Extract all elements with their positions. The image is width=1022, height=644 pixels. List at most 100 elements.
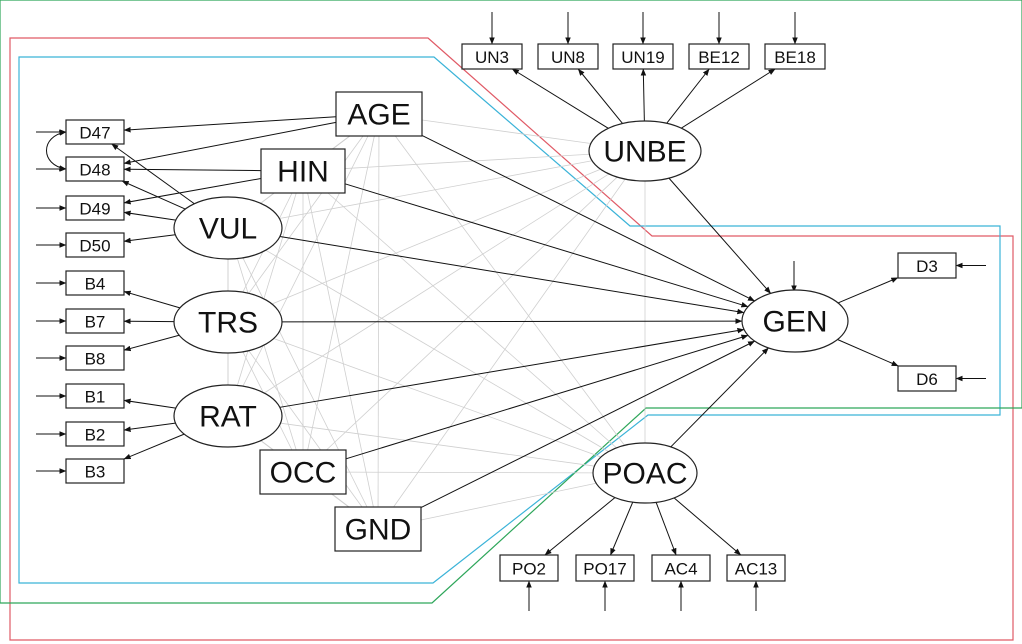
arrow-RAT-to-B1: [123, 398, 176, 409]
arrow-VUL-to-D49: [123, 210, 176, 221]
node-hin: HIN: [260, 148, 346, 194]
arrow-GEN-to-D6: [837, 339, 899, 367]
node-label-be18: BE18: [774, 48, 816, 67]
node-d6: D6: [897, 365, 957, 392]
covariance-TRS-POAC: [273, 338, 602, 458]
node-label-un8: UN8: [551, 48, 585, 67]
arrow-POAC-to-AC4: [655, 502, 677, 556]
node-rat: RAT: [173, 384, 283, 448]
node-shape-b1: [65, 383, 125, 409]
arrow-VUL-to-D47: [111, 143, 195, 205]
arrow-UNBE-to-UN8: [577, 68, 623, 124]
covariance-OCC-UNBE: [326, 176, 618, 451]
arrow-RAT-to-B3: [123, 433, 185, 460]
arrow-UNBE-to-BE18: [681, 68, 776, 129]
arrow-UNBE-to-GEN: [668, 177, 772, 294]
node-age: AGE: [335, 91, 423, 137]
arrow-AGE-to-D47: [123, 116, 337, 133]
node-label-gen: GEN: [762, 306, 827, 339]
node-d47: D47: [65, 119, 125, 145]
node-shape-ac13: [726, 554, 786, 582]
node-label-un3: UN3: [475, 48, 509, 67]
node-label-d49: D49: [79, 200, 110, 219]
arrow-HIN-to-GEN: [344, 183, 749, 308]
arrow-POAC-to-PO17: [610, 501, 634, 556]
arrow-VUL-to-GEN: [279, 236, 745, 315]
arrow-OCC-to-GEN: [345, 334, 749, 460]
node-label-b3: B3: [85, 463, 106, 482]
arrow-RAT-to-B2: [123, 422, 176, 432]
node-ac13: AC13: [726, 554, 786, 582]
node-po17: PO17: [575, 554, 635, 582]
node-label-b2: B2: [85, 426, 106, 445]
node-shape-rat: [173, 384, 283, 448]
node-shape-gen: [741, 289, 849, 353]
node-label-rat: RAT: [199, 401, 257, 434]
node-b3: B3: [65, 458, 125, 484]
node-shape-unbe: [588, 120, 702, 182]
node-label-poac: POAC: [602, 458, 687, 491]
covariance-OCC-POAC: [345, 471, 594, 474]
covariance-GND-POAC: [420, 482, 597, 521]
node-shape-hin: [260, 148, 346, 194]
node-b2: B2: [65, 421, 125, 447]
arrow-UNBE-to-UN19: [640, 68, 647, 122]
node-shape-d50: [65, 232, 125, 258]
group-outline-red: [9, 37, 1014, 641]
arrow-POAC-to-AC13: [673, 497, 742, 556]
node-un19: UN19: [612, 43, 674, 70]
group-outline-blue: [18, 56, 1001, 584]
node-shape-occ: [259, 449, 347, 495]
node-shape-age: [335, 91, 423, 137]
node-shape-d6: [897, 365, 957, 392]
node-po2: PO2: [499, 554, 559, 582]
node-b4: B4: [65, 270, 125, 296]
path-arrows: [46, 68, 899, 556]
node-label-b8: B8: [85, 350, 106, 369]
node-shape-b8: [65, 345, 125, 371]
covariance-RAT-UNBE: [263, 173, 610, 394]
node-un8: UN8: [537, 43, 599, 70]
node-d49: D49: [65, 195, 125, 221]
node-label-b1: B1: [85, 388, 106, 407]
node-trs: TRS: [173, 290, 283, 354]
node-shape-gnd: [334, 506, 422, 552]
covariance-VUL-UNBE: [279, 160, 593, 219]
node-label-d48: D48: [79, 161, 110, 180]
node-vul: VUL: [173, 196, 283, 260]
covariance-AGE-UNBE: [421, 119, 591, 144]
node-label-d50: D50: [79, 237, 110, 256]
node-shape-b2: [65, 421, 125, 447]
node-ac4: AC4: [651, 554, 711, 582]
correlated-error-D47-D48: [46, 130, 67, 171]
node-label-ac13: AC13: [735, 560, 778, 579]
node-shape-d47: [65, 119, 125, 145]
node-d3: D3: [897, 252, 957, 279]
arrow-POAC-to-PO2: [544, 497, 616, 556]
node-label-be12: BE12: [698, 48, 740, 67]
arrow-UNBE-to-UN3: [511, 68, 609, 129]
node-shape-un8: [537, 43, 599, 70]
node-label-trs: TRS: [198, 307, 258, 340]
arrow-AGE-to-D48: [123, 121, 337, 165]
node-un3: UN3: [461, 43, 523, 70]
node-label-po17: PO17: [583, 560, 626, 579]
node-label-occ: OCC: [270, 457, 337, 490]
node-shape-po2: [499, 554, 559, 582]
node-label-gnd: GND: [345, 514, 412, 547]
covariance-TRS-UNBE: [271, 168, 601, 305]
covariance-AGE-POAC: [394, 135, 625, 446]
node-label-po2: PO2: [512, 560, 546, 579]
node-label-b7: B7: [85, 313, 106, 332]
node-shape-ac4: [651, 554, 711, 582]
covariance-HIN-POAC: [327, 192, 617, 449]
arrow-RAT-to-GEN: [279, 327, 745, 408]
node-label-hin: HIN: [277, 156, 329, 189]
node-shape-un3: [461, 43, 523, 70]
node-shape-be12: [688, 43, 750, 70]
arrow-HIN-to-D48: [123, 166, 262, 173]
node-gen: GEN: [741, 289, 849, 353]
node-be12: BE12: [688, 43, 750, 70]
